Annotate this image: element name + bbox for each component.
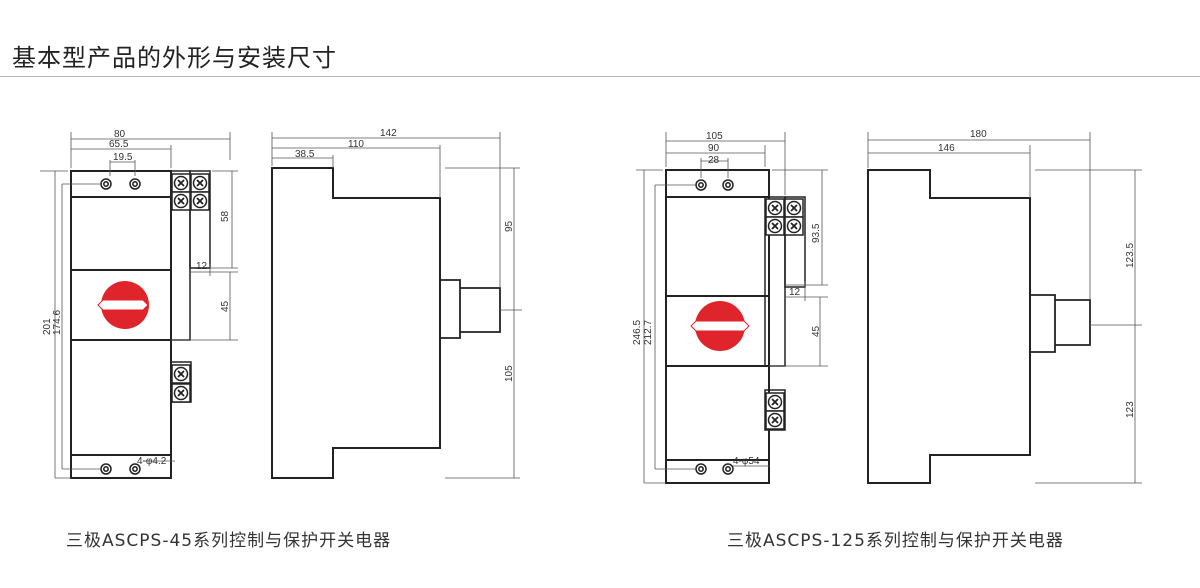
dimension-label: 38.5: [295, 149, 315, 160]
dimension-label: 123.5: [1125, 243, 1136, 268]
dimension-label: 4-φ54: [733, 456, 760, 467]
left-front-view: 80 65.5 19.5 201 174.6 58 12 45 4-φ4.2: [40, 129, 238, 479]
dimension-label: 105: [706, 131, 723, 142]
page-title: 基本型产品的外形与安装尺寸: [12, 44, 337, 72]
dimension-label: 4-φ4.2: [137, 456, 167, 467]
right-caption: 三极ASCPS-125系列控制与保护开关电器: [727, 531, 1064, 551]
dimension-label: 212.7: [643, 320, 654, 345]
dimension-label: 95: [504, 220, 515, 232]
dimension-label: 28: [708, 155, 720, 166]
right-front-view: 105 90 28 246.5 212.7 93.5 12 45 4-φ54: [632, 131, 828, 484]
title-divider: [0, 76, 1200, 77]
dimension-label: 174.6: [52, 310, 63, 335]
dimension-label: 19.5: [113, 152, 133, 163]
dimension-label: 12: [196, 261, 208, 272]
dimension-label: 105: [504, 365, 515, 382]
left-side-view: 142 110 38.5 95 105: [271, 128, 522, 479]
dimension-label: 58: [220, 210, 231, 222]
left-caption: 三极ASCPS-45系列控制与保护开关电器: [66, 531, 392, 551]
dimension-label: 80: [114, 129, 126, 140]
dimension-label: 45: [220, 300, 231, 312]
dimension-label: 246.5: [632, 320, 643, 345]
dimension-label: 142: [380, 128, 397, 139]
dimension-label: 90: [708, 143, 720, 154]
dimension-label: 65.5: [109, 139, 129, 150]
dimension-label: 201: [42, 318, 53, 335]
dimension-label: 180: [970, 129, 987, 140]
dimension-label: 45: [811, 325, 822, 337]
dimension-label: 12: [789, 287, 801, 298]
right-side-view: 180 146 123.5 123: [867, 129, 1142, 484]
dimension-label: 93.5: [811, 223, 822, 243]
dimension-label: 123: [1125, 401, 1136, 418]
dimension-label: 146: [938, 143, 955, 154]
dimension-label: 110: [348, 139, 364, 150]
